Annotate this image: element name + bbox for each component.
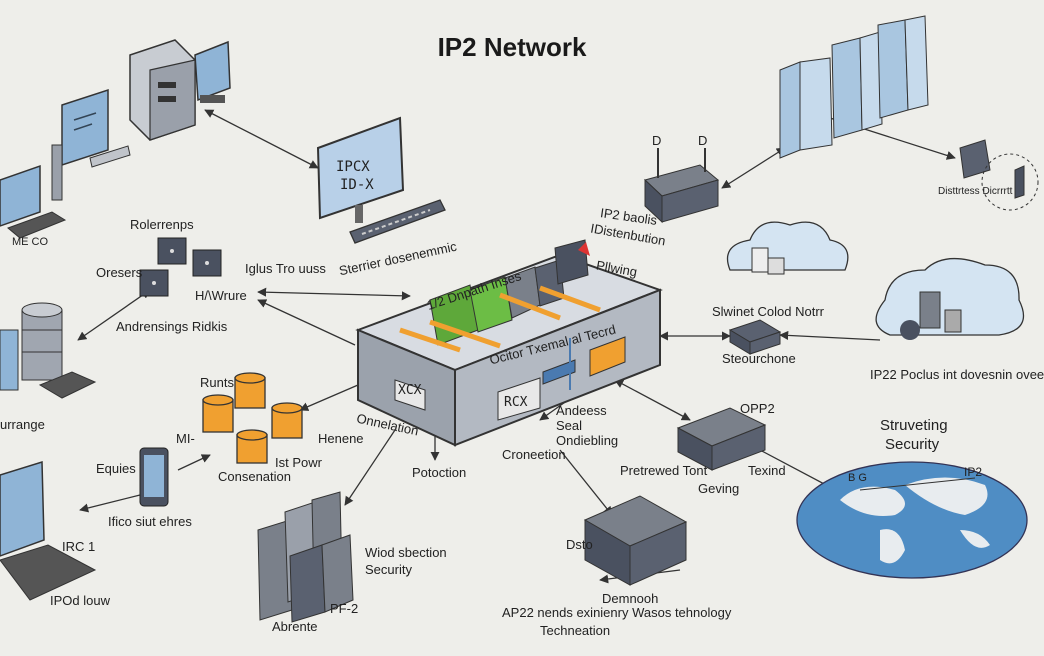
link-relay-hub bbox=[257, 287, 411, 301]
server-racks bbox=[779, 15, 929, 159]
potoction-label: Potoction bbox=[412, 465, 467, 480]
geving-label: Geving bbox=[698, 481, 740, 496]
irc1-label: IRC 1 bbox=[62, 539, 96, 554]
workstation-tower bbox=[129, 39, 231, 141]
relay-label: Rolerrenps bbox=[130, 217, 194, 232]
opp2-device bbox=[676, 407, 767, 471]
andrensings-label: Andrensings Ridkis bbox=[116, 319, 228, 334]
central-monitor bbox=[316, 116, 405, 223]
equies-label: Equies bbox=[96, 461, 136, 476]
demnooh-label: Demnooh bbox=[602, 591, 659, 606]
ist-powr-label: Ist Powr bbox=[275, 455, 322, 470]
map-ip2-label: IP2 bbox=[964, 465, 983, 479]
link-hub-left bbox=[257, 299, 356, 346]
cloud-service bbox=[726, 221, 849, 355]
storage-router-strip bbox=[349, 199, 446, 244]
ipod-label: IPOd louw bbox=[50, 593, 110, 608]
mi-label: MI- bbox=[176, 431, 195, 446]
hub-rcx-label: RCX bbox=[504, 395, 528, 410]
dsto-label: Dsto bbox=[566, 537, 593, 552]
hub-xcx-label: XCX bbox=[398, 383, 422, 398]
server-towers bbox=[257, 491, 354, 623]
page-title: IP2 Network bbox=[437, 32, 587, 62]
link-router-right bbox=[721, 147, 786, 189]
storage-left-label: urrange bbox=[0, 417, 45, 432]
left-storage-cylinders bbox=[0, 302, 97, 399]
abrente-label: Abrente bbox=[272, 619, 318, 634]
oresers-label: Oresers bbox=[96, 265, 143, 280]
pretrewed-label: Pretrewed Tont bbox=[620, 463, 708, 478]
opp2-label: OPP2 bbox=[740, 401, 775, 416]
central-hub bbox=[355, 239, 663, 447]
croneetion-label: Croneetion bbox=[502, 447, 566, 462]
techneation-label: Techneation bbox=[540, 623, 611, 638]
right-box-label: Disttrtess Dicrrrtt bbox=[938, 186, 1013, 197]
link-phone-left bbox=[79, 494, 141, 513]
right-cloud-label: IP22 Poclus int dovesnin ovee bbox=[870, 367, 1044, 382]
router-device bbox=[644, 148, 720, 224]
link-hub-bottom bbox=[559, 449, 613, 516]
right-cloud bbox=[875, 257, 1025, 340]
struveting-label: Struveting bbox=[880, 417, 948, 434]
link-workstation-monitor bbox=[204, 109, 319, 169]
wiod-label: Wiod sbection bbox=[365, 545, 447, 560]
monitor-label-ipcx: IPCX bbox=[336, 159, 370, 175]
hardware-label: H/\Wrure bbox=[195, 288, 247, 303]
texind-label: Texind bbox=[748, 463, 786, 478]
relay-cubes bbox=[139, 237, 222, 297]
world-map bbox=[796, 461, 1028, 579]
right-box-device bbox=[959, 139, 1039, 211]
storage-phone-label: Steourchone bbox=[722, 351, 796, 366]
iglus-label: Iglus Tro uuss bbox=[245, 261, 326, 276]
router-d1-label: D bbox=[652, 133, 662, 148]
security-2-label: Security bbox=[365, 562, 412, 577]
router-d2-label: D bbox=[698, 133, 708, 148]
runts-label: Runts bbox=[200, 375, 234, 390]
left-computer bbox=[0, 164, 67, 239]
link-hub-servers bbox=[344, 429, 396, 506]
link-cloud-right bbox=[779, 330, 881, 341]
link-hub-cylinders bbox=[299, 384, 359, 411]
security-label: Security bbox=[885, 436, 940, 453]
pf2-label: PF-2 bbox=[330, 601, 359, 616]
link-storage-relay bbox=[77, 289, 151, 341]
bottom-box-device bbox=[583, 495, 688, 586]
ap22-label: AP22 nends exinienry Wasos tehnology bbox=[502, 605, 732, 620]
cloud-service-label: Slwinet Colod Notrr bbox=[712, 304, 824, 319]
ifico-label: Ifico siut ehres bbox=[108, 514, 192, 529]
monitor-label-idx: ID-X bbox=[340, 177, 374, 193]
henene-label: Henene bbox=[318, 431, 364, 446]
kiosk-monitor bbox=[51, 88, 131, 201]
mobile-phone bbox=[139, 447, 169, 507]
top-left-pc-label: ME CO bbox=[12, 236, 49, 248]
bottom-left-laptop bbox=[0, 460, 97, 601]
anderses-label: Andeess Seal Ondiebling bbox=[556, 403, 619, 448]
orange-cylinders bbox=[202, 372, 303, 464]
consenation-label: Consenation bbox=[218, 469, 291, 484]
map-bg-label: B G bbox=[848, 472, 867, 484]
link-hub-opp2 bbox=[614, 379, 691, 421]
link-phone-cyl bbox=[177, 454, 211, 471]
